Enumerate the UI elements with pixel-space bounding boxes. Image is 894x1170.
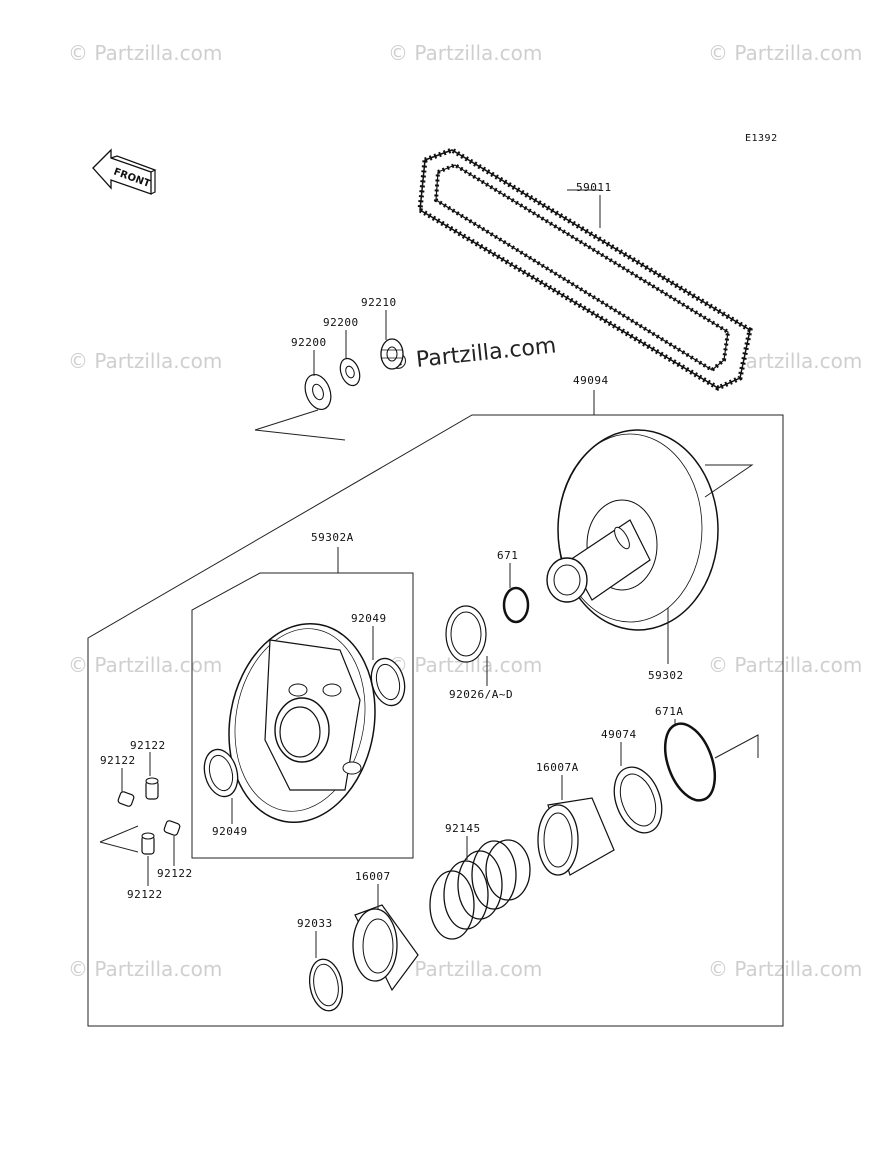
label-92049: 92049	[351, 612, 387, 625]
label-92122: 92122	[127, 888, 163, 901]
label-671A: 671A	[655, 705, 684, 718]
label-92026: 92026/A~D	[449, 688, 513, 701]
label-16007: 16007	[355, 870, 391, 883]
watermark: © Partzilla.com	[68, 957, 222, 981]
circlip-92033	[308, 958, 344, 1012]
label-671: 671	[497, 549, 518, 562]
assembly-guide-line	[704, 464, 754, 498]
label-92033: 92033	[297, 917, 333, 930]
o-ring-671A	[663, 722, 717, 802]
label-92122: 92122	[157, 867, 193, 880]
assembly-guide-line	[714, 734, 759, 759]
watermark: © Partzilla.com	[388, 41, 542, 65]
assembly-guide-line	[99, 825, 139, 853]
label-59302A: 59302A	[311, 531, 354, 544]
spring-seat-16007	[352, 904, 419, 992]
washer-49074	[613, 766, 663, 834]
drive-belt-59011	[417, 147, 753, 391]
watermark: © Partzilla.com	[708, 957, 862, 981]
pin-92122-a	[145, 777, 159, 800]
diagram-code: E1392	[745, 133, 778, 144]
label-49094: 49094	[573, 374, 609, 387]
watermark: © Partzilla.com	[68, 349, 222, 373]
pin-92122-c	[163, 820, 181, 836]
watermark: © Partzilla.com	[708, 41, 862, 65]
assembly-guide-line	[254, 409, 346, 441]
seal-92049-lower	[203, 748, 239, 798]
label-92200: 92200	[291, 336, 327, 349]
fixed-sheave-59302	[546, 429, 719, 631]
label-92122: 92122	[100, 754, 136, 767]
label-92210: 92210	[361, 296, 397, 309]
washer-92200-small	[339, 357, 361, 387]
label-92049: 92049	[212, 825, 248, 838]
label-16007A: 16007A	[536, 761, 579, 774]
watermark: © Partzilla.com	[68, 41, 222, 65]
label-49074: 49074	[601, 728, 637, 741]
label-92200: 92200	[323, 316, 359, 329]
pin-92122-b	[117, 791, 135, 807]
watermark: © Partzilla.com	[68, 653, 222, 677]
assembly-frame	[87, 414, 784, 1027]
center-watermark: © Partzilla.com	[386, 333, 557, 376]
seal-92049-upper	[370, 657, 406, 707]
washer-92200-large	[304, 373, 332, 411]
pin-92122-d	[141, 832, 155, 855]
movable-sheave-59302A	[228, 622, 376, 824]
label-92122: 92122	[130, 739, 166, 752]
front-arrow-icon: FRONT	[92, 148, 157, 195]
nut-92210	[380, 338, 404, 370]
label-59011: 59011	[576, 181, 612, 194]
spring-seat-16007A	[537, 797, 615, 876]
label-59302: 59302	[648, 669, 684, 682]
watermark: © Partzilla.com	[708, 653, 862, 677]
o-ring-671	[502, 586, 530, 624]
spring-92145	[429, 839, 531, 940]
shim-92026	[445, 605, 487, 663]
label-92145: 92145	[445, 822, 481, 835]
sub-assembly-frame	[191, 572, 414, 859]
